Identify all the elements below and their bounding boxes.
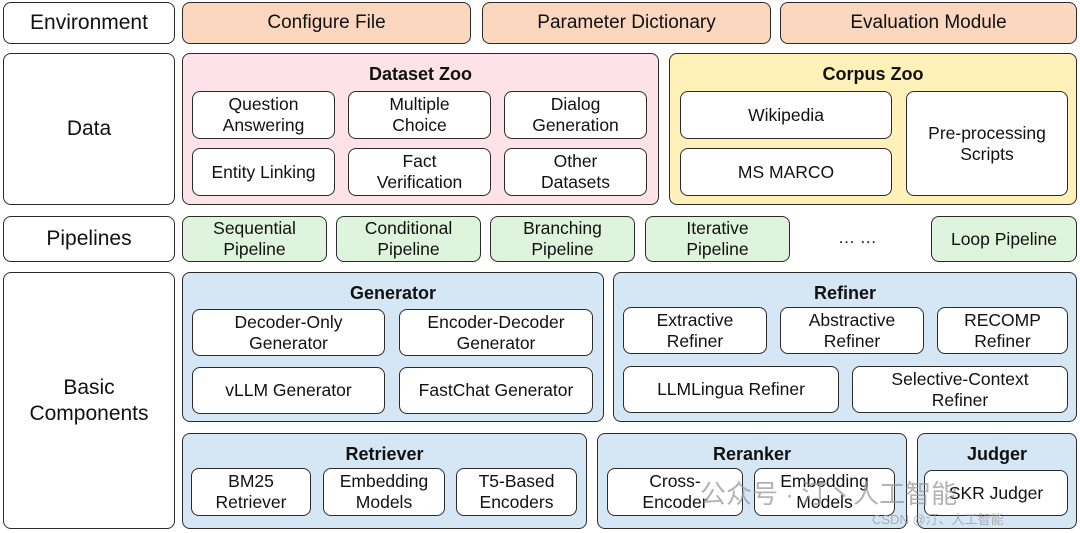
row-label-data: Data xyxy=(3,53,175,205)
pipeline-sequential: Sequential Pipeline xyxy=(182,216,327,262)
generator-vllm: vLLM Generator xyxy=(192,367,385,414)
judger-title: Judger xyxy=(966,444,1027,464)
item-label: Abstractive Refiner xyxy=(808,309,896,351)
row-label-environment: Environment xyxy=(3,2,175,44)
item-label: Entity Linking xyxy=(211,161,316,182)
row-label-pipelines: Pipelines xyxy=(3,216,175,262)
item-label: MS MARCO xyxy=(737,161,835,182)
item-label: RECOMP Refiner xyxy=(964,309,1041,351)
row-label-text: Basic Components xyxy=(29,376,149,425)
item-label: Decoder-Only Generator xyxy=(234,311,343,353)
corpus-ms-marco: MS MARCO xyxy=(680,148,892,196)
reranker-cross-encoder: Cross- Encoder xyxy=(607,468,743,516)
retriever-t5-based-encoders: T5-Based Encoders xyxy=(456,468,577,516)
generator-fastchat: FastChat Generator xyxy=(399,367,593,414)
pipeline-label: Loop Pipeline xyxy=(950,228,1058,249)
dataset-multiple-choice: Multiple Choice xyxy=(348,91,491,139)
env-item-label: Configure File xyxy=(267,11,386,33)
item-label: T5-Based Encoders xyxy=(478,471,555,512)
row-label-text: Pipelines xyxy=(46,227,132,251)
refiner-selective-context: Selective-Context Refiner xyxy=(852,366,1068,413)
corpus-preprocessing-scripts: Pre-processing Scripts xyxy=(906,91,1068,196)
item-label: LLMLingua Refiner xyxy=(657,379,805,399)
pipeline-loop: Loop Pipeline xyxy=(931,216,1077,262)
corpus-zoo-title: Corpus Zoo xyxy=(822,64,924,84)
item-label: Embedding Models xyxy=(780,471,869,512)
retriever-bm25: BM25 Retriever xyxy=(191,468,311,516)
pipeline-label: Branching Pipeline xyxy=(523,218,602,259)
pipeline-label: Iterative Pipeline xyxy=(686,218,749,259)
item-label: Pre-processing Scripts xyxy=(928,122,1046,164)
generator-title: Generator xyxy=(349,283,437,303)
judger-skr: SKR Judger xyxy=(924,470,1068,516)
refiner-llmlingua: LLMLingua Refiner xyxy=(623,366,839,413)
env-configure-file: Configure File xyxy=(182,2,471,44)
env-item-label: Parameter Dictionary xyxy=(537,11,716,33)
row-label-basic-components: Basic Components xyxy=(3,272,175,529)
watermark-sub: CSDN @汀、人工智能 xyxy=(872,512,1004,527)
item-label: vLLM Generator xyxy=(225,380,352,400)
refiner-recomp: RECOMP Refiner xyxy=(937,307,1068,354)
retriever-title: Retriever xyxy=(345,444,424,464)
dataset-question-answering: Question Answering xyxy=(192,91,335,139)
item-label: Dialog Generation xyxy=(532,94,619,135)
refiner-extractive: Extractive Refiner xyxy=(623,307,767,354)
item-label: Fact Verification xyxy=(376,151,463,192)
env-parameter-dictionary: Parameter Dictionary xyxy=(482,2,771,44)
pipeline-ellipsis: … … xyxy=(838,228,877,247)
item-label: Embedding Models xyxy=(339,471,429,512)
dataset-zoo-title: Dataset Zoo xyxy=(368,64,473,84)
env-item-label: Evaluation Module xyxy=(850,11,1007,33)
env-evaluation-module: Evaluation Module xyxy=(780,2,1077,44)
item-label: Extractive Refiner xyxy=(656,309,734,351)
pipeline-conditional: Conditional Pipeline xyxy=(336,216,481,262)
reranker-title: Reranker xyxy=(712,444,792,464)
generator-encoder-decoder: Encoder-Decoder Generator xyxy=(399,309,593,356)
row-label-text: Environment xyxy=(30,11,148,35)
refiner-abstractive: Abstractive Refiner xyxy=(780,307,924,354)
row-label-text: Data xyxy=(66,117,112,141)
item-label: Selective-Context Refiner xyxy=(891,368,1029,410)
pipeline-branching: Branching Pipeline xyxy=(490,216,635,262)
item-label: Cross- Encoder xyxy=(642,471,708,512)
item-label: SKR Judger xyxy=(948,482,1044,503)
dataset-other-datasets: Other Datasets xyxy=(504,148,647,196)
item-label: Other Datasets xyxy=(540,151,611,192)
item-label: Question Answering xyxy=(222,94,305,135)
corpus-wikipedia: Wikipedia xyxy=(680,91,892,139)
generator-decoder-only: Decoder-Only Generator xyxy=(192,309,385,356)
retriever-embedding-models: Embedding Models xyxy=(323,468,445,516)
watermark-main: 公众号 · 汀丶人工智能 xyxy=(700,479,958,509)
dataset-dialog-generation: Dialog Generation xyxy=(504,91,647,139)
refiner-title: Refiner xyxy=(813,283,876,303)
item-label: Multiple Choice xyxy=(389,94,450,135)
pipeline-label: Conditional Pipeline xyxy=(364,218,453,259)
item-label: Encoder-Decoder Generator xyxy=(427,311,565,353)
item-label: BM25 Retriever xyxy=(215,471,287,512)
dataset-fact-verification: Fact Verification xyxy=(348,148,491,196)
reranker-embedding-models: Embedding Models xyxy=(754,468,895,516)
pipeline-label: Sequential Pipeline xyxy=(213,218,296,259)
dataset-entity-linking: Entity Linking xyxy=(192,148,335,196)
pipeline-iterative: Iterative Pipeline xyxy=(645,216,790,262)
item-label: Wikipedia xyxy=(748,104,824,125)
item-label: FastChat Generator xyxy=(418,380,574,400)
